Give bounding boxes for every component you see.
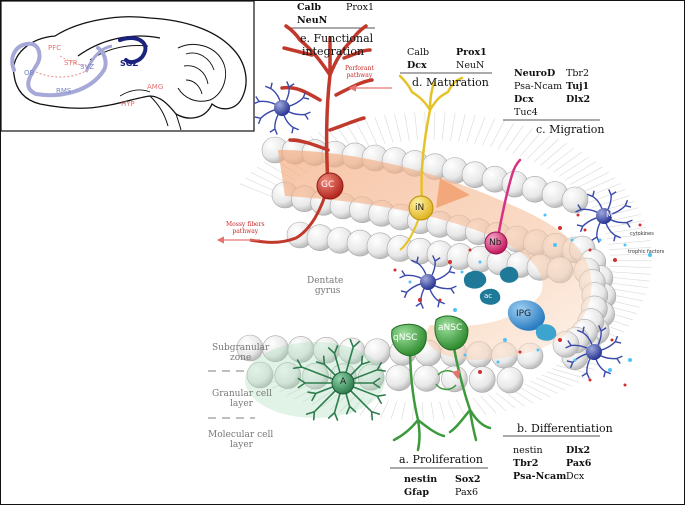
marker-tbr2-diff: Tbr2 — [513, 458, 539, 469]
molecular-line1: Molecular cell — [208, 430, 274, 440]
sgz-label: SGZ — [120, 59, 139, 68]
cytokines-label: cytokines — [630, 231, 654, 237]
header-rules — [287, 27, 600, 469]
granular-line2: layer — [230, 399, 253, 410]
brain-inset — [0, 0, 255, 132]
subgranular-line2: zone — [230, 353, 252, 364]
stage-b-title: b. Differentiation — [517, 422, 613, 435]
stage-a-title: a. Proliferation — [399, 453, 483, 466]
granular-line1: Granular cell — [212, 389, 272, 399]
marker-prox1-maturation: Prox1 — [456, 47, 487, 58]
immature-neuron — [398, 74, 464, 251]
hyp-label: HYP — [121, 100, 135, 108]
ob-label: OB — [24, 69, 35, 77]
layer-boundaries — [208, 370, 255, 419]
stage-e-title-line2: integration — [302, 45, 365, 58]
marker-prox1-integration: Prox1 — [346, 2, 375, 13]
marker-neun-maturation: NeuN — [456, 60, 485, 71]
marker-dlx2-diff: Dlx2 — [566, 445, 591, 456]
mossy-line1: Mossy fibers — [226, 221, 265, 228]
marker-dcx-diff: Dcx — [566, 471, 585, 482]
dentate-line1: Dentate — [307, 276, 344, 286]
cell-in-label: iN — [415, 203, 425, 213]
marker-gfap: Gfap — [404, 487, 429, 498]
migration-band — [278, 150, 592, 360]
cell-ac-label: ac — [484, 292, 493, 300]
cell-nb-label: Nb — [489, 238, 502, 248]
dentate-line2: gyrus — [314, 286, 341, 297]
marker-pax6-prolif: Pax6 — [455, 487, 479, 498]
neural-stem-cells — [391, 315, 492, 452]
progenitor-cells — [463, 266, 557, 341]
mossy-fibers-label: Mossy fibers pathway — [226, 221, 265, 235]
marker-nestin-diff: nestin — [513, 445, 543, 456]
perforant-line1: Perforant — [345, 65, 374, 72]
str-label: STR — [64, 59, 78, 67]
marker-pax6-diff: Pax6 — [566, 458, 592, 469]
granular-layer-label: Granular cell layer — [212, 389, 272, 410]
signaling-molecules — [393, 213, 652, 387]
molecular-line2: layer — [230, 440, 253, 451]
marker-neurod: NeuroD — [514, 68, 556, 79]
marker-tbr2-migration: Tbr2 — [566, 68, 590, 79]
marker-tuc4: Tuc4 — [514, 107, 538, 118]
cell-ipg-label: IPG — [516, 309, 532, 319]
stage-d-title: d. Maturation — [412, 76, 489, 89]
amg-label: AMG — [147, 83, 164, 91]
marker-dcx-migration: Dcx — [514, 94, 534, 105]
radial-hairs — [239, 112, 652, 420]
marker-psancam-migration: Psa-Ncam — [514, 81, 563, 92]
marker-neun-integration: NeuN — [297, 15, 328, 26]
marker-nestin-prolif: nestin — [404, 474, 438, 485]
stage-e-title-line1: e. Functional — [300, 32, 374, 45]
marker-dlx2-migration: Dlx2 — [566, 94, 591, 105]
marker-dcx-maturation: Dcx — [407, 60, 427, 71]
dentate-gyrus-label: Dentate gyrus — [307, 276, 343, 297]
trophic-factors-label: trophic factors — [628, 249, 665, 255]
neuroblast — [484, 158, 522, 255]
marker-tuj1: Tuj1 — [566, 81, 590, 92]
svz-label: SVZ — [80, 63, 95, 71]
cell-gc-label: GC — [321, 180, 335, 190]
marker-sox2: Sox2 — [455, 474, 481, 485]
cell-m-label: M — [606, 210, 613, 219]
marker-calb-integration: Calb — [297, 2, 321, 13]
rms-label: RMS — [56, 87, 72, 95]
stage-c-title: c. Migration — [536, 123, 605, 136]
pfc-label: PFC — [48, 44, 62, 52]
marker-psancam-diff: Psa-Ncam — [513, 471, 567, 482]
subgranular-line1: Subgranular — [212, 343, 270, 353]
migration-arrow — [436, 178, 470, 208]
marker-calb-maturation: Calb — [407, 47, 430, 58]
subgranular-zone-label: Subgranular zone — [212, 343, 269, 364]
cell-ansc-label: aNSC — [438, 323, 463, 333]
molecular-layer-label: Molecular cell layer — [208, 430, 273, 451]
pathway-arrows — [216, 84, 392, 244]
cell-a-label: A — [340, 377, 347, 387]
perforant-line2: pathway — [346, 71, 373, 79]
cell-qnsc-label: qNSC — [393, 333, 418, 343]
astrocyte — [292, 338, 386, 421]
perforant-pathway-label: Perforant pathway — [345, 65, 374, 79]
mossy-line2: pathway — [232, 227, 259, 235]
